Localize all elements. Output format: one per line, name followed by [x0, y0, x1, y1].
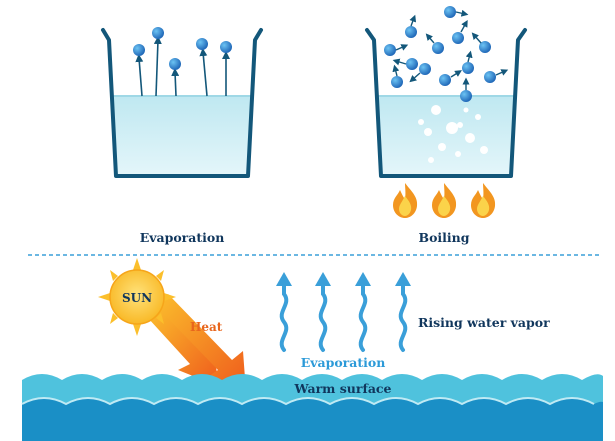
burner-flames [393, 183, 496, 218]
molecule-icon [169, 58, 181, 97]
warm-surface-label: Warm surface [294, 381, 392, 396]
molecule-icon [460, 77, 472, 102]
arrow-icon [154, 294, 246, 392]
molecule-icon [196, 38, 208, 97]
molecule-icon [444, 6, 469, 18]
arrow-icon [355, 272, 371, 352]
sun-icon [98, 258, 176, 336]
arrow-icon [315, 272, 331, 352]
boiling-beaker-outline [365, 28, 527, 178]
evaporation-beaker [101, 28, 263, 178]
vapor-label: Rising water vapor [418, 315, 550, 330]
molecule-icon [391, 64, 403, 88]
boiling-molecules [384, 6, 509, 102]
heat-label: Heat [190, 320, 223, 334]
evaporation-molecules [133, 27, 232, 97]
molecule-icon [220, 41, 232, 96]
wave-icon [22, 398, 603, 441]
molecule-icon [405, 14, 417, 38]
sun-label: SUN [122, 291, 152, 305]
molecule-icon [484, 69, 509, 83]
molecule-icon [462, 50, 474, 74]
boiling-water [377, 96, 515, 176]
boiling-bubbles [418, 105, 488, 163]
arrow-icon [148, 307, 218, 386]
molecule-icon [439, 70, 462, 86]
molecule-icon [152, 27, 164, 97]
arrow-icon [395, 272, 411, 352]
molecule-icon [392, 58, 418, 70]
evaporation-title: Evaporation [140, 230, 225, 245]
bottom-evaporation-label: Evaporation [301, 355, 386, 370]
evaporation-beaker-outline [101, 28, 263, 178]
molecule-icon [409, 63, 431, 83]
flame-icon [432, 183, 457, 218]
boiling-title: Boiling [419, 230, 470, 245]
evaporation-water [112, 96, 252, 176]
molecule-icon [471, 32, 491, 53]
molecule-icon [384, 44, 409, 56]
molecule-icon [133, 44, 145, 97]
heat-rays [148, 294, 246, 392]
flame-icon [393, 183, 418, 218]
vapor-arrows [276, 272, 411, 352]
molecule-icon [452, 19, 468, 44]
arrow-icon [276, 272, 292, 352]
flame-icon [471, 183, 496, 218]
molecule-icon [425, 33, 444, 54]
sea [21, 374, 603, 441]
